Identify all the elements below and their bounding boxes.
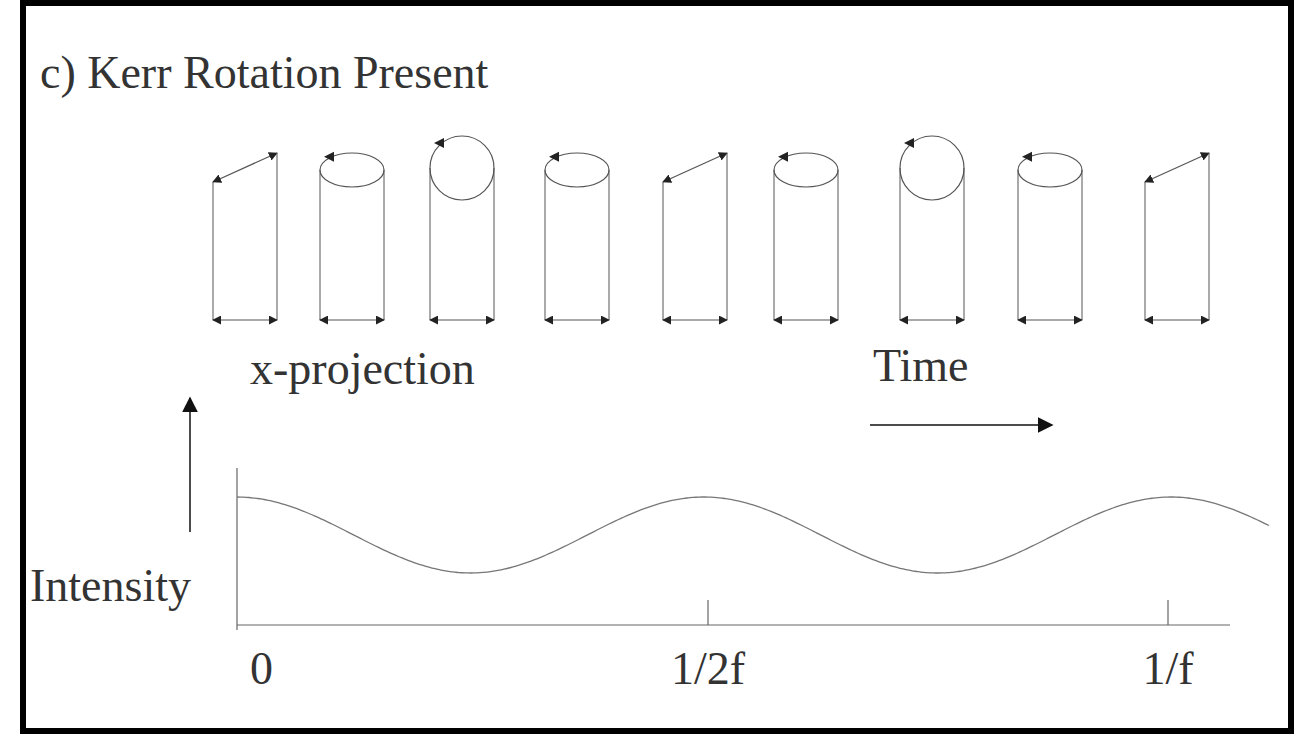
projection-line (900, 168, 901, 320)
rotation-arrowhead (324, 152, 334, 162)
x-projection-arrow (545, 319, 609, 320)
x-projection-arrow (430, 319, 494, 320)
linear-polarization (663, 153, 727, 182)
polarization-icon (1018, 152, 1082, 320)
rotation-arrowhead (1022, 152, 1032, 162)
axis-caption: x-projection (250, 346, 475, 392)
panel-title: c) Kerr Rotation Present (40, 50, 488, 96)
frame (23, 3, 1291, 731)
axis-title: Intensity (30, 563, 191, 609)
tick-label: 1/2f (671, 646, 745, 692)
projection-line (609, 170, 610, 320)
polarization-icon (545, 152, 609, 320)
intensity-curve (237, 497, 1269, 573)
elliptical-polarization (430, 136, 494, 200)
linear-polarization (1145, 153, 1209, 182)
polarization-icon (900, 136, 964, 320)
projection-line (727, 153, 728, 320)
time-arrow (870, 424, 1052, 426)
projection-line (1018, 170, 1019, 320)
x-axis (237, 624, 1230, 625)
projection-line (384, 170, 385, 320)
projection-line (213, 182, 214, 320)
projection-line (1209, 153, 1210, 320)
x-projection-arrow (320, 319, 384, 320)
y-axis (236, 468, 237, 630)
projection-line (964, 168, 965, 320)
rotation-arrowhead (549, 152, 559, 162)
projection-line (663, 182, 664, 320)
rotation-arrowhead (904, 138, 914, 148)
polarization-icon (320, 152, 384, 320)
polarization-icon (1145, 153, 1209, 320)
x-projection-arrow (774, 319, 838, 320)
polarization-icon (663, 153, 727, 320)
x-projection-arrow (213, 319, 277, 320)
projection-line (430, 168, 431, 320)
x-projection-arrow (1018, 319, 1082, 320)
axis-tick (707, 600, 708, 625)
x-projection-arrow (663, 319, 727, 320)
polarization-states (213, 136, 1209, 320)
x-projection-arrow (900, 319, 964, 320)
rotation-arrowhead (778, 152, 788, 162)
projection-line (320, 170, 321, 320)
intensity-arrow (189, 398, 191, 532)
tick-label: 0 (250, 646, 273, 692)
polarization-icon (774, 152, 838, 320)
projection-line (1082, 170, 1083, 320)
elliptical-polarization (900, 136, 964, 200)
projection-line (277, 153, 278, 320)
polarization-icon (213, 153, 277, 320)
time-label: Time (873, 343, 968, 389)
projection-line (774, 170, 775, 320)
projection-line (838, 170, 839, 320)
rotation-arrowhead (434, 138, 444, 148)
projection-line (1145, 182, 1146, 320)
polarization-icon (430, 136, 494, 320)
tick-label: 1/f (1142, 646, 1193, 692)
linear-polarization (213, 153, 277, 182)
axis-tick (1167, 600, 1168, 625)
projection-line (545, 170, 546, 320)
projection-line (494, 168, 495, 320)
x-projection-arrow (1145, 319, 1209, 320)
